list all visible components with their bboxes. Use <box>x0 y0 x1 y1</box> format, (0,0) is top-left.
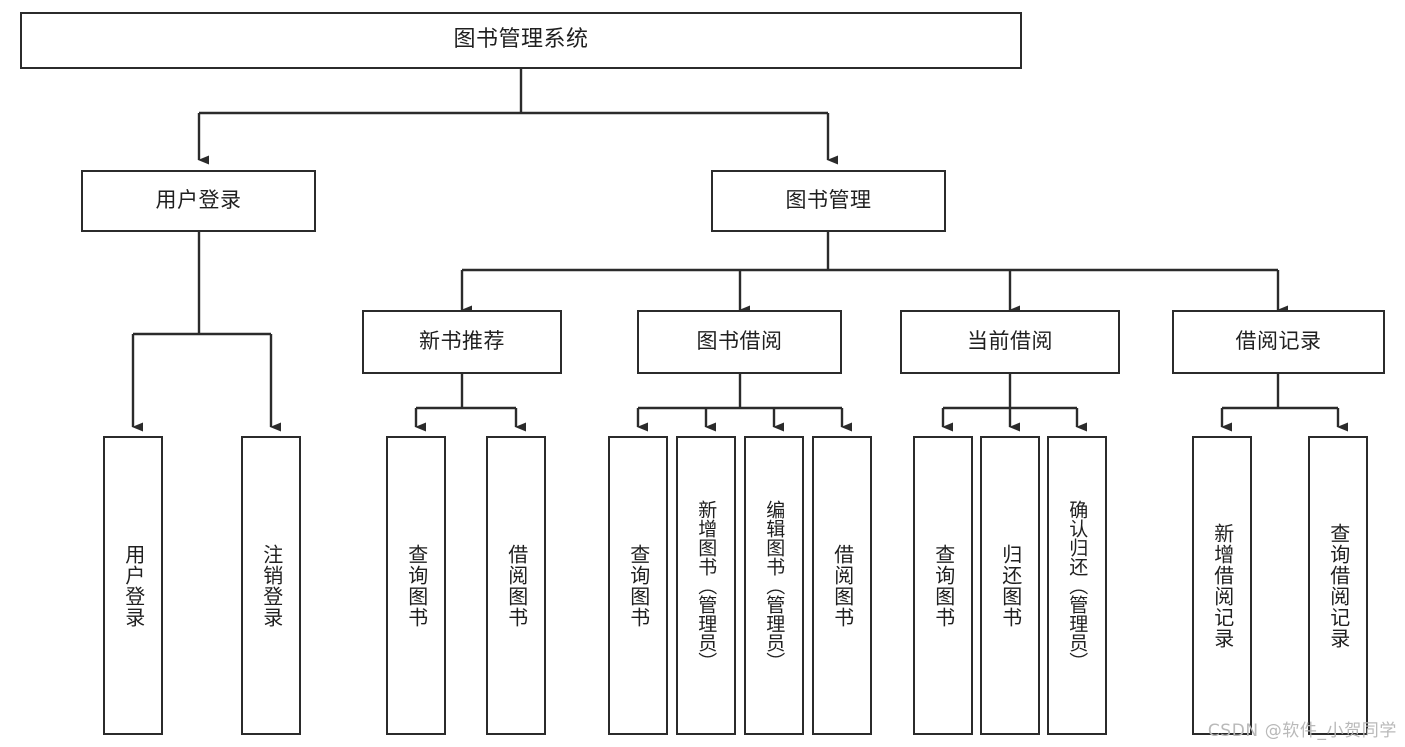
node-label: 归还图书 <box>998 543 1023 628</box>
node-new-book-recommend[interactable]: 新书推荐 <box>362 310 562 374</box>
node-label: 新增借阅记录 <box>1210 522 1235 649</box>
node-book-borrow[interactable]: 图书借阅 <box>637 310 842 374</box>
node-leaf-query-borrow-record[interactable]: 查询借阅记录 <box>1308 436 1368 735</box>
node-leaf-user-login[interactable]: 用户登录 <box>103 436 163 735</box>
node-leaf-return-book[interactable]: 归还图书 <box>980 436 1040 735</box>
node-label: 借阅图书 <box>830 543 855 628</box>
node-label: 查询图书 <box>404 543 429 628</box>
node-leaf-query-book-borrow[interactable]: 查询图书 <box>608 436 668 735</box>
node-leaf-edit-book[interactable]: 编辑图书（管理员） <box>744 436 804 735</box>
node-label: 查询图书 <box>931 543 956 628</box>
node-leaf-logout[interactable]: 注销登录 <box>241 436 301 735</box>
node-label: 图书管理系统 <box>453 27 589 53</box>
node-user-login[interactable]: 用户登录 <box>81 170 316 232</box>
node-leaf-query-book-recommend[interactable]: 查询图书 <box>386 436 446 735</box>
node-label: 新书推荐 <box>419 329 505 354</box>
node-book-management[interactable]: 图书管理 <box>711 170 946 232</box>
node-borrow-record[interactable]: 借阅记录 <box>1172 310 1385 374</box>
node-label: 编辑图书（管理员） <box>763 500 786 671</box>
node-label: 注销登录 <box>259 543 284 628</box>
node-label: 用户登录 <box>121 543 146 628</box>
node-label: 图书管理 <box>785 188 872 213</box>
node-label: 查询图书 <box>626 543 651 628</box>
node-leaf-confirm-return[interactable]: 确认归还（管理员） <box>1047 436 1107 735</box>
node-leaf-query-book-current[interactable]: 查询图书 <box>913 436 973 735</box>
node-leaf-add-book[interactable]: 新增图书（管理员） <box>676 436 736 735</box>
node-label: 用户登录 <box>155 188 242 213</box>
node-label: 当前借阅 <box>967 329 1053 354</box>
node-current-borrow[interactable]: 当前借阅 <box>900 310 1120 374</box>
node-label: 图书借阅 <box>696 329 783 354</box>
node-leaf-borrow-book[interactable]: 借阅图书 <box>812 436 872 735</box>
node-leaf-borrow-book-recommend[interactable]: 借阅图书 <box>486 436 546 735</box>
node-leaf-add-borrow-record[interactable]: 新增借阅记录 <box>1192 436 1252 735</box>
node-label: 查询借阅记录 <box>1326 522 1351 649</box>
csdn-watermark: CSDN @软件_小贺同学 <box>1207 721 1397 741</box>
node-root-system[interactable]: 图书管理系统 <box>20 12 1022 69</box>
node-label: 确认归还（管理员） <box>1066 500 1089 671</box>
node-label: 借阅记录 <box>1235 329 1322 354</box>
node-label: 借阅图书 <box>504 543 529 628</box>
node-label: 新增图书（管理员） <box>695 500 718 671</box>
